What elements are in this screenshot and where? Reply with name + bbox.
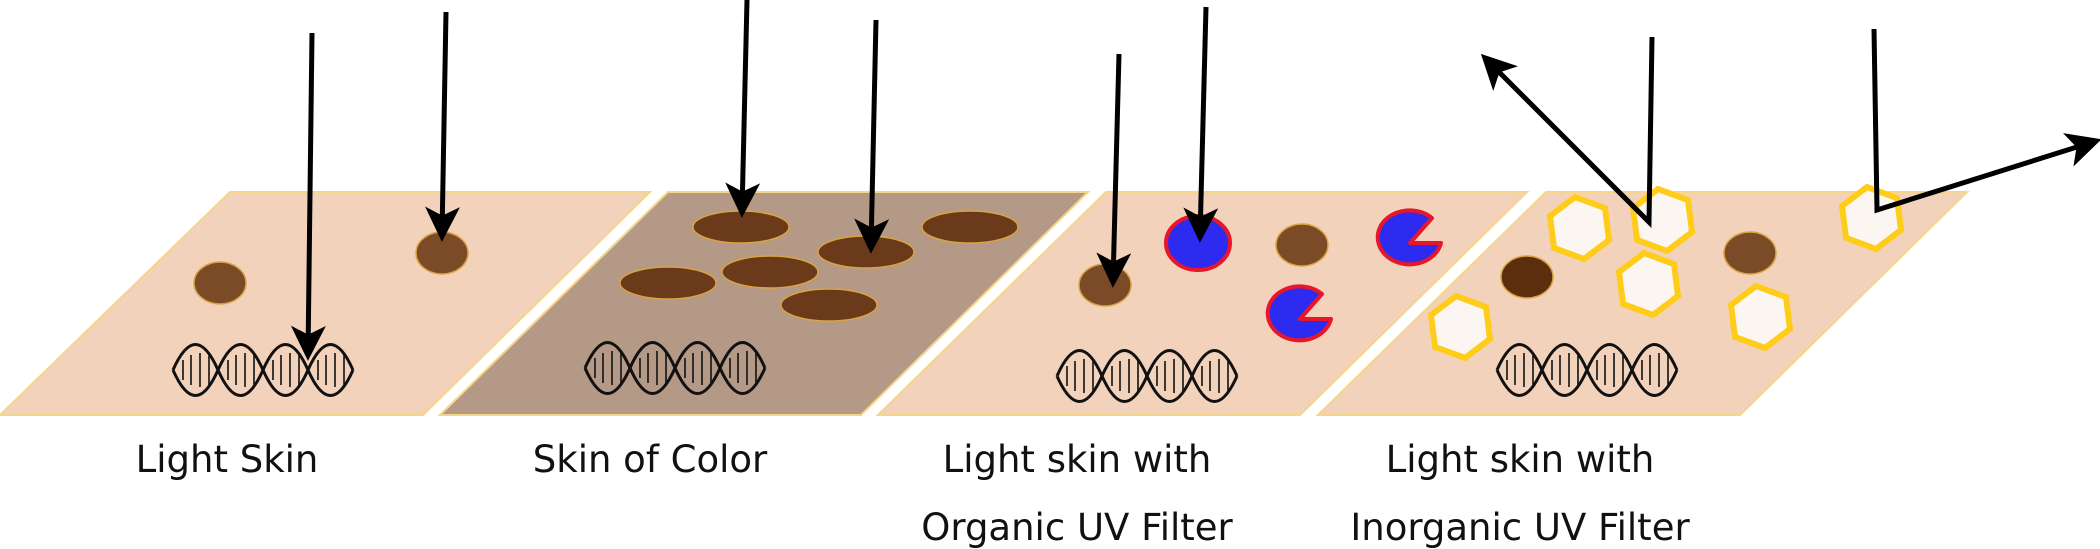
melanin-granule-icon — [780, 288, 878, 322]
inorganic-uv-filter-icon — [1546, 193, 1613, 263]
panel-caption: Inorganic UV Filter — [1350, 506, 1690, 549]
melanin-granule-icon — [1500, 255, 1554, 299]
uv-ray-arrow-icon — [1096, 53, 1132, 288]
panel-organic-uv-filter: Light skin with Organic UV Filter — [875, 6, 1530, 549]
uv-ray-arrow-icon — [425, 11, 461, 242]
melanin-granule-icon — [1078, 263, 1132, 307]
panel-caption: Light Skin — [136, 438, 319, 481]
panel-inorganic-uv-filter: Light skin with Inorganic UV Filter — [1315, 28, 2100, 549]
uv-ray-arrow-icon — [1480, 36, 1655, 228]
melanin-granule-icon — [415, 231, 469, 275]
melanin-granule-icon — [921, 210, 1019, 244]
panel-light-skin: Light Skin — [0, 11, 653, 481]
uv-ray-arrow-icon — [1871, 28, 2100, 214]
panel-caption: Organic UV Filter — [921, 506, 1233, 549]
inorganic-uv-filter-icon — [1838, 183, 1905, 253]
skin-layer — [437, 191, 1091, 416]
melanin-granule-icon — [692, 210, 790, 244]
organic-uv-filter-icon — [1265, 284, 1333, 343]
inorganic-uv-filter-icon — [1615, 249, 1682, 319]
uv-ray-arrow-icon — [725, 0, 761, 218]
melanin-granule-icon — [619, 266, 717, 300]
uv-ray-arrow-icon — [854, 19, 890, 254]
panel-caption: Light skin with — [943, 438, 1212, 481]
panel-skin-of-color: Skin of Color — [437, 0, 1091, 481]
inorganic-uv-filter-icon — [1727, 282, 1794, 352]
organic-uv-filter-icon — [1375, 208, 1443, 267]
inorganic-uv-filter-icon — [1629, 185, 1696, 255]
panel-caption: Light skin with — [1386, 438, 1655, 481]
uv-ray-arrow-icon — [1183, 6, 1219, 243]
melanin-granule-icon — [193, 261, 247, 305]
skin-layer — [875, 191, 1530, 416]
panel-caption: Skin of Color — [533, 438, 768, 481]
melanin-granule-icon — [1275, 223, 1329, 267]
melanin-granule-icon — [1723, 231, 1777, 275]
uv-ray-arrow-icon — [290, 32, 326, 361]
melanin-granule-icon — [721, 255, 819, 289]
melanin-granule-icon — [817, 235, 915, 269]
inorganic-uv-filter-icon — [1427, 292, 1494, 362]
skin-layer — [0, 191, 653, 416]
